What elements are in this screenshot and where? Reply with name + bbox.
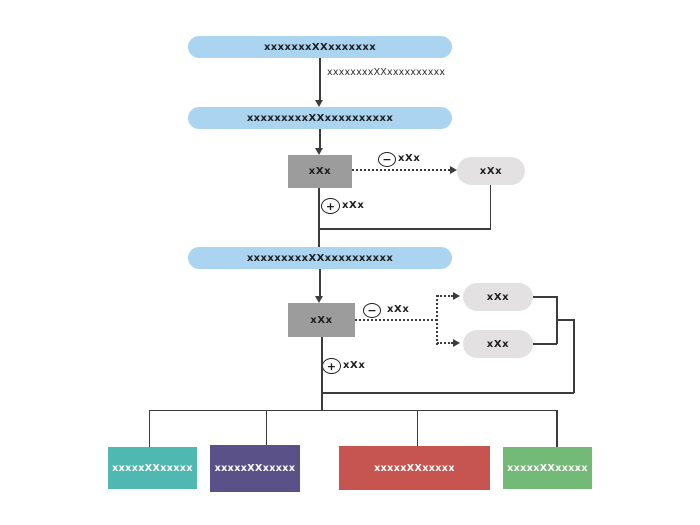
connector-line [318, 188, 320, 247]
terminal-box-red[interactable]: xxxxxXXxxxxx [339, 446, 490, 490]
output-pill-2a[interactable]: xXx [463, 283, 533, 311]
output-pill-1-label: xXx [479, 165, 503, 177]
connector-line [556, 319, 574, 321]
stage-bar-3[interactable]: xxxxxxxxxXXxxxxxxxxxx [188, 247, 452, 269]
terminal-box-green-label: xxxxxXXxxxxx [507, 462, 588, 474]
process-2-minus-label: xXx [387, 304, 410, 315]
minus-symbol: − [367, 304, 377, 317]
output-pill-2b-label: xXx [486, 338, 510, 350]
process-box-2[interactable]: xXx [288, 303, 355, 337]
arrow-right-icon [453, 339, 460, 347]
dashed-connector [352, 169, 450, 171]
connector-line [319, 58, 321, 100]
connector-line [318, 228, 491, 230]
connector-line [533, 296, 557, 298]
arrow-down-icon [315, 148, 323, 155]
arrow-right-icon [453, 292, 460, 300]
plus-circle-icon: + [321, 198, 340, 214]
terminal-box-green[interactable]: xxxxxXXxxxxx [503, 447, 592, 489]
terminal-box-purple[interactable]: xxxxxXXxxxxx [210, 445, 300, 492]
connector-line [416, 410, 418, 446]
connector-line [322, 392, 574, 394]
stage-bar-1[interactable]: xxxxxxxXXxxxxxxx [188, 36, 452, 58]
process-2-plus-label: xXx [343, 360, 366, 371]
process-box-1-label: xXx [308, 166, 332, 177]
arrow-right-icon [450, 166, 457, 174]
connector-line [321, 337, 323, 411]
connector-line [148, 409, 558, 411]
minus-circle-icon: − [363, 303, 381, 318]
connector-line [573, 319, 575, 393]
dashed-connector [355, 319, 437, 321]
terminal-box-red-label: xxxxxXXxxxxx [374, 462, 455, 474]
connector-line [533, 343, 557, 345]
minus-symbol: − [382, 153, 392, 166]
arrow-down-icon [315, 100, 323, 107]
process-1-minus-label: xXx [398, 153, 421, 164]
connector-line [319, 269, 321, 296]
arrow-down-icon [315, 296, 323, 303]
plus-symbol: + [326, 359, 337, 373]
connector-line [556, 410, 558, 447]
connector-line [319, 129, 321, 149]
dashed-connector [436, 295, 438, 345]
stage-bar-3-label: xxxxxxxxxXXxxxxxxxxxx [246, 252, 394, 264]
process-box-2-label: xXx [310, 314, 333, 326]
plus-circle-icon: + [322, 358, 341, 374]
stage-bar-2[interactable]: xxxxxxxxxXXxxxxxxxxxx [188, 107, 452, 129]
stage-bar-2-label: xxxxxxxxxXXxxxxxxxxxx [246, 112, 394, 124]
dashed-connector [437, 342, 453, 344]
stage-bar-1-label: xxxxxxxXXxxxxxxx [263, 41, 377, 53]
transition-1-label: xxxxxxxxXXxxxxxxxxxx [327, 67, 446, 78]
connector-line [148, 410, 150, 447]
output-pill-2b[interactable]: xXx [463, 330, 533, 358]
terminal-box-teal[interactable]: xxxxxXXxxxxx [108, 447, 197, 489]
terminal-box-purple-label: xxxxxXXxxxxx [214, 463, 296, 474]
connector-line [489, 185, 491, 230]
process-1-plus-label: xXx [342, 200, 365, 211]
connector-line [265, 410, 267, 445]
process-box-1[interactable]: xXx [288, 155, 352, 188]
dashed-connector [437, 295, 453, 297]
output-pill-2a-label: xXx [486, 291, 510, 303]
terminal-box-teal-label: xxxxxXXxxxxx [112, 462, 193, 474]
minus-circle-icon: − [378, 152, 396, 167]
output-pill-1[interactable]: xXx [457, 157, 525, 185]
plus-symbol: + [325, 199, 336, 213]
